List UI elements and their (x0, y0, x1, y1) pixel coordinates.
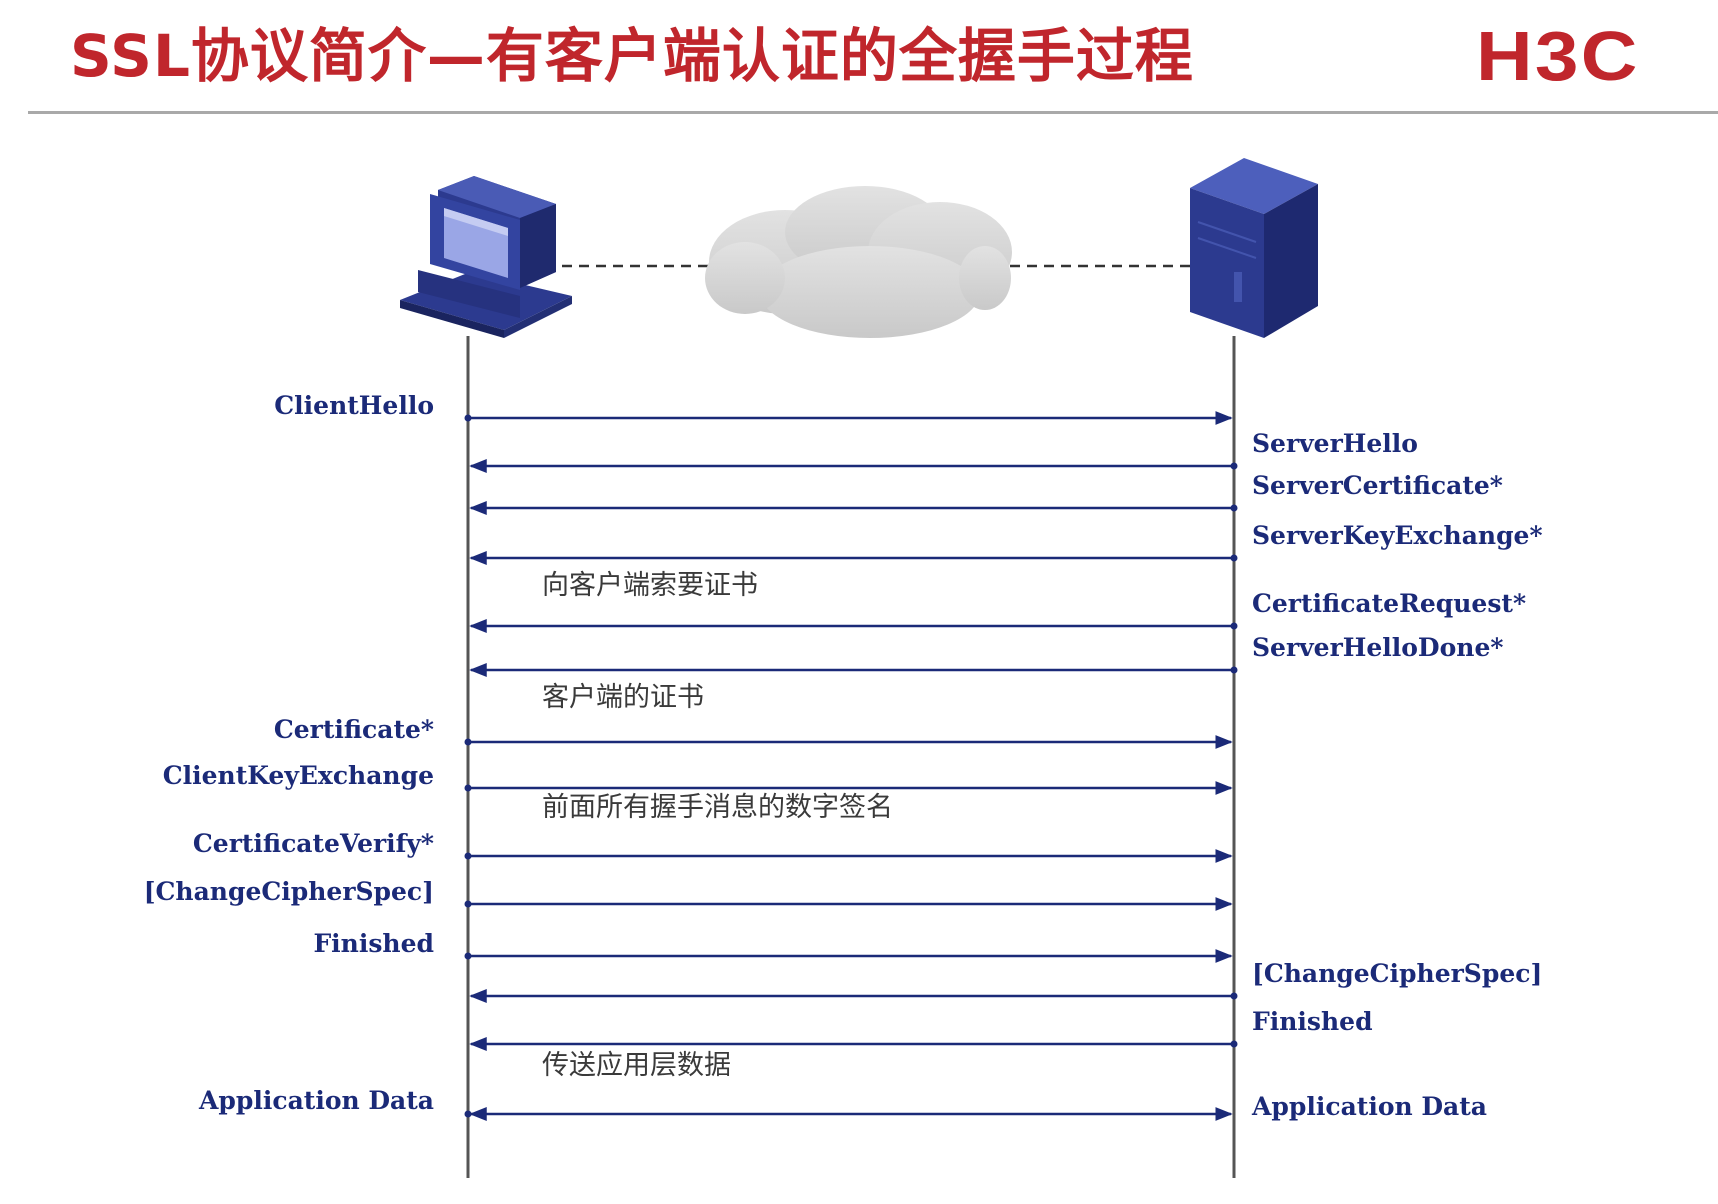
server-message-label: ServerHello (1252, 429, 1418, 458)
message-note: 前面所有握手消息的数字签名 (542, 792, 893, 823)
arrow-origin-dot (1230, 1040, 1238, 1048)
client-message-label: CertificateVerify* (192, 829, 434, 858)
client-message-label: [ChangeCipherSpec] (143, 877, 434, 906)
client-message-label: ClientKeyExchange (162, 761, 434, 790)
title-divider (28, 111, 1718, 114)
server-message-label: Application Data (1252, 1092, 1487, 1121)
client-message-label: Application Data (199, 1086, 434, 1115)
arrow-origin-dot (464, 852, 472, 860)
arrow-origin-dot (1230, 504, 1238, 512)
client-message-label: ClientHello (274, 391, 434, 420)
message-note: 向客户端索要证书 (542, 570, 758, 601)
arrow-origin-dot (1230, 462, 1238, 470)
server-message-label: ServerHelloDone* (1252, 633, 1504, 662)
message-note: 客户端的证书 (542, 682, 704, 713)
arrow-origin-dot (1230, 622, 1238, 630)
arrow-origin-dot (464, 1110, 472, 1118)
server-tower-icon (1190, 158, 1318, 338)
arrow-origin-dot (464, 952, 472, 960)
arrow-origin-dot (464, 738, 472, 746)
arrow-origin-dot (1230, 992, 1238, 1000)
server-message-label: ServerCertificate* (1252, 471, 1503, 500)
arrow-origin-dot (464, 784, 472, 792)
arrow-origin-dot (1230, 554, 1238, 562)
message-note: 传送应用层数据 (542, 1050, 731, 1081)
client-message-label: Certificate* (273, 715, 434, 744)
server-message-label: ServerKeyExchange* (1252, 521, 1543, 550)
cloud-icon (705, 186, 1012, 338)
slide-title: SSL协议简介—有客户端认证的全握手过程 (70, 22, 1194, 90)
desktop-computer-icon (400, 176, 572, 338)
server-message-label: CertificateRequest* (1252, 589, 1527, 618)
arrow-origin-dot (1230, 666, 1238, 674)
arrow-origin-dot (464, 900, 472, 908)
arrow-origin-dot (464, 414, 472, 422)
server-message-label: [ChangeCipherSpec] (1252, 959, 1543, 988)
h3c-logo: H3C (1476, 17, 1640, 95)
client-message-label: Finished (313, 929, 434, 958)
server-message-label: Finished (1252, 1007, 1373, 1036)
